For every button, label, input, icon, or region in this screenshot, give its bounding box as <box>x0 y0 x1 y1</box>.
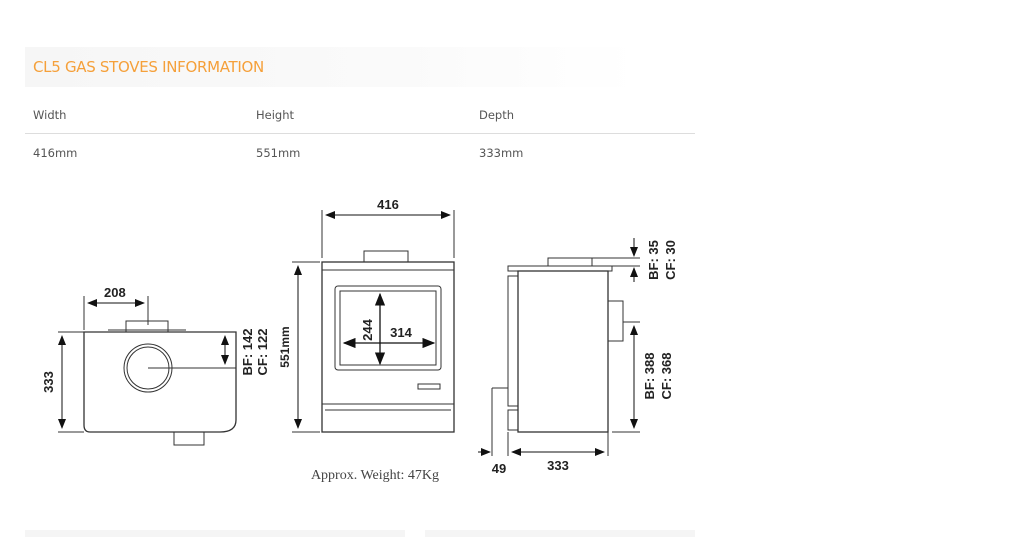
dim-333-top: 333 <box>41 371 56 393</box>
value-depth: 333mm <box>479 146 524 160</box>
dim-244: 244 <box>360 318 375 340</box>
dim-551: 551mm <box>278 326 292 367</box>
dim-49: 49 <box>492 461 506 476</box>
header-width: Width <box>33 108 67 122</box>
dim-bf-35: BF: 35 <box>646 240 661 280</box>
dim-314: 314 <box>390 325 412 340</box>
approx-weight: Approx. Weight: 47Kg <box>311 468 439 483</box>
dim-bf-388: BF: 388 <box>642 353 657 400</box>
header-height: Height <box>256 108 295 122</box>
value-width: 416mm <box>33 146 78 160</box>
table-divider <box>25 133 695 134</box>
top-view <box>58 296 237 446</box>
dim-cf-30: CF: 30 <box>663 240 678 280</box>
next-section-bar-2 <box>425 530 695 537</box>
value-height: 551mm <box>256 146 301 160</box>
side-view <box>478 238 640 456</box>
section-title-bar: CL5 GAS STOVES INFORMATION <box>25 47 640 87</box>
dim-cf-368: CF: 368 <box>659 353 674 400</box>
next-section-bar <box>25 530 405 537</box>
header-depth: Depth <box>479 108 515 122</box>
dim-416: 416 <box>377 197 399 212</box>
dim-cf-122: CF: 122 <box>255 329 270 376</box>
front-view <box>292 210 455 433</box>
dim-bf-142: BF: 142 <box>240 329 255 376</box>
section-title: CL5 GAS STOVES INFORMATION <box>33 58 264 76</box>
dim-333-side: 333 <box>547 458 569 473</box>
dim-208: 208 <box>104 285 126 300</box>
